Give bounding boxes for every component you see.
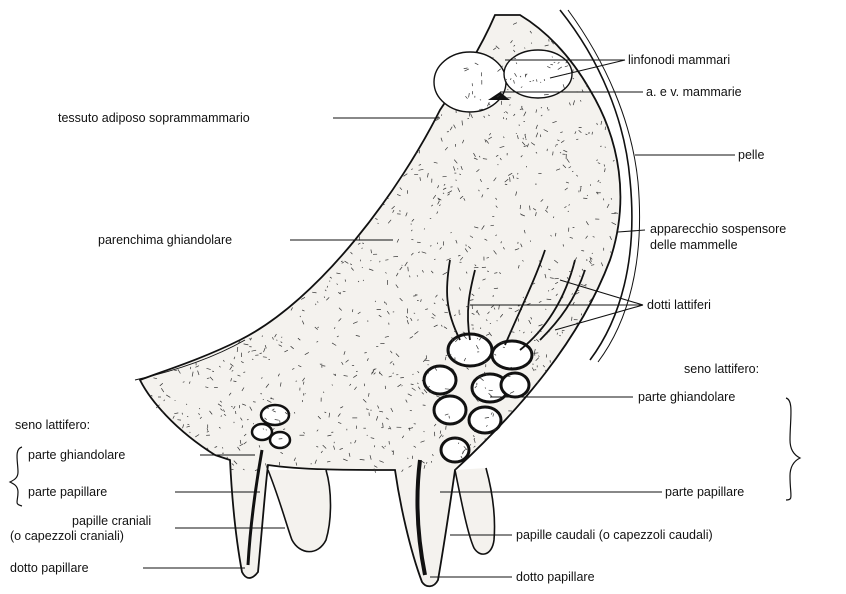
stipple-mark bbox=[382, 205, 385, 206]
stipple-mark bbox=[364, 353, 366, 354]
caudal-teat-back bbox=[455, 468, 495, 554]
label-ghiand-left: parte ghiandolare bbox=[28, 448, 125, 463]
stipple-mark bbox=[530, 241, 531, 242]
stipple-mark bbox=[492, 57, 493, 58]
stipple-mark bbox=[263, 357, 267, 358]
stipple-mark bbox=[537, 79, 538, 81]
stipple-mark bbox=[417, 275, 418, 276]
label-papill-right: parte papillare bbox=[665, 485, 744, 500]
label-arteria: a. e v. mammarie bbox=[646, 85, 742, 100]
label-sospensore-2: delle mammelle bbox=[650, 238, 738, 253]
stipple-mark bbox=[532, 351, 533, 352]
stipple-mark bbox=[371, 260, 372, 261]
stipple-mark bbox=[505, 184, 507, 185]
stipple-mark bbox=[581, 251, 584, 252]
label-craniali-2: (o capezzoli craniali) bbox=[10, 529, 124, 544]
stipple-mark bbox=[343, 291, 346, 292]
stipple-mark bbox=[510, 104, 511, 105]
stipple-mark bbox=[199, 408, 200, 409]
label-papill-left: parte papillare bbox=[28, 485, 107, 500]
gland-body bbox=[140, 15, 620, 586]
stipple-mark bbox=[562, 332, 563, 334]
stipple-mark bbox=[408, 267, 409, 272]
stipple-mark bbox=[367, 435, 368, 436]
stipple-mark bbox=[322, 366, 325, 367]
stipple-mark bbox=[553, 217, 554, 219]
label-parenchima: parenchima ghiandolare bbox=[98, 233, 232, 248]
stipple-mark bbox=[350, 246, 351, 247]
stipple-mark bbox=[413, 296, 416, 297]
stipple-mark bbox=[604, 164, 605, 166]
stipple-mark bbox=[462, 121, 463, 126]
stipple-mark bbox=[385, 260, 388, 261]
label-dotto-right: dotto papillare bbox=[516, 570, 595, 585]
stipple-mark bbox=[443, 176, 447, 177]
brace-right bbox=[786, 398, 800, 500]
stipple-mark bbox=[546, 309, 547, 310]
stipple-mark bbox=[540, 135, 541, 138]
label-dotto-left: dotto papillare bbox=[10, 561, 89, 576]
stipple-mark bbox=[540, 82, 541, 83]
stipple-mark bbox=[547, 299, 552, 300]
stipple-mark bbox=[592, 132, 593, 135]
brace-left bbox=[10, 447, 22, 506]
label-dotti: dotti lattiferi bbox=[647, 298, 711, 313]
stipple-mark bbox=[501, 342, 505, 343]
label-sospensore-1: apparecchio sospensore bbox=[650, 222, 786, 237]
stipple-mark bbox=[410, 410, 412, 411]
label-seno-left: seno lattifero: bbox=[15, 418, 90, 433]
cranial-teat-front bbox=[268, 470, 331, 552]
stipple-mark bbox=[187, 424, 189, 425]
stipple-mark bbox=[380, 261, 381, 262]
stipple-mark bbox=[555, 146, 556, 147]
stipple-mark bbox=[402, 265, 403, 266]
stipple-mark bbox=[362, 243, 364, 244]
stipple-mark bbox=[544, 94, 549, 95]
stipple-mark bbox=[378, 223, 379, 224]
stipple-mark bbox=[572, 317, 573, 321]
stipple-mark bbox=[553, 152, 554, 156]
stipple-mark bbox=[520, 330, 521, 331]
label-craniali-1: papille craniali bbox=[72, 514, 151, 529]
lymph-node-right bbox=[504, 50, 572, 98]
stipple-mark bbox=[523, 297, 524, 298]
label-caudali: papille caudali (o capezzoli caudali) bbox=[516, 528, 713, 543]
label-linfonodi: linfonodi mammari bbox=[628, 53, 730, 68]
stipple-mark bbox=[345, 280, 346, 282]
stipple-mark bbox=[425, 360, 430, 361]
stipple-mark bbox=[374, 445, 375, 447]
label-seno-right: seno lattifero: bbox=[684, 362, 759, 377]
label-ghiand-right: parte ghiandolare bbox=[638, 390, 735, 405]
stipple-mark bbox=[362, 248, 363, 249]
stipple-mark bbox=[510, 177, 511, 182]
lymph-node-left bbox=[434, 52, 506, 112]
label-pelle: pelle bbox=[738, 148, 764, 163]
stipple-mark bbox=[451, 232, 452, 233]
stipple-mark bbox=[552, 57, 553, 58]
label-adiposo: tessuto adiposo soprammammario bbox=[58, 111, 250, 126]
stipple-mark bbox=[190, 432, 191, 433]
stipple-mark bbox=[424, 431, 425, 432]
stipple-mark bbox=[534, 340, 536, 341]
stipple-mark bbox=[555, 233, 556, 236]
stipple-mark bbox=[362, 267, 363, 268]
